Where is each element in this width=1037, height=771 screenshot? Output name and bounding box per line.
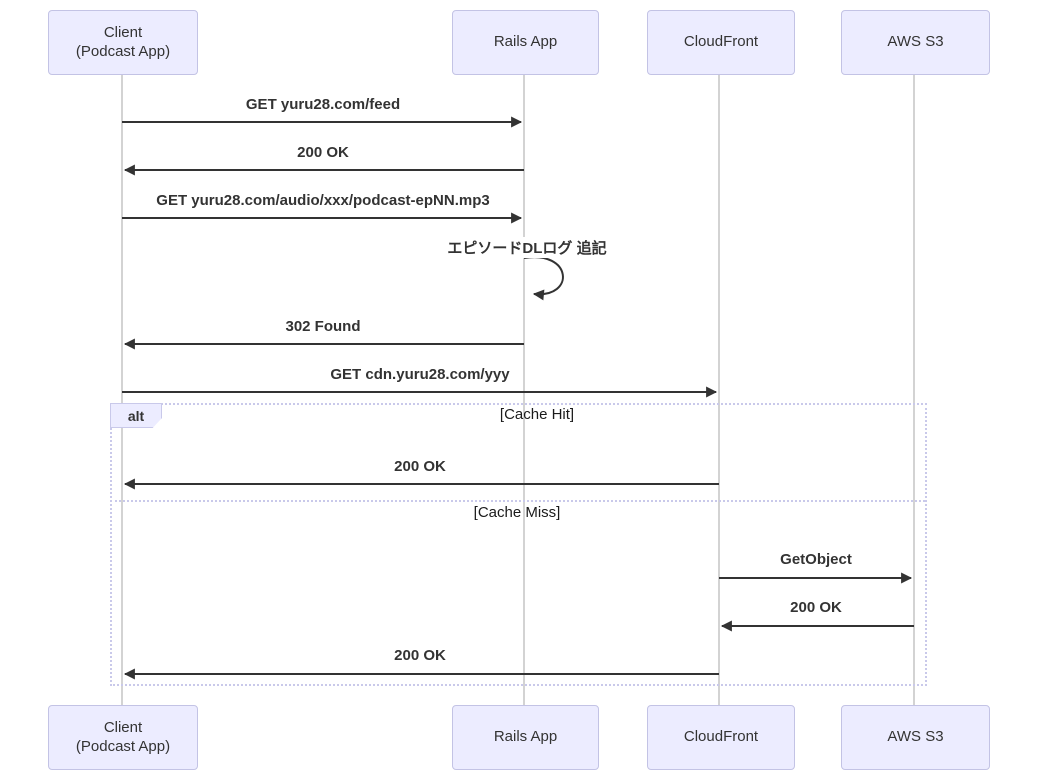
arrow-self-loop-dl-log xyxy=(523,256,564,301)
lifeline-aws-s3 xyxy=(913,75,915,705)
actor-bottom-cloudfront: CloudFront xyxy=(647,705,795,770)
message-label-dl-log: エピソードDLログ 追記 xyxy=(445,237,609,258)
lifeline-client xyxy=(121,75,123,705)
message-label-getobject: GetObject xyxy=(780,551,852,568)
message-label-302-found: 302 Found xyxy=(285,318,361,335)
message-label-200-ok-feed: 200 OK xyxy=(297,144,349,161)
actor-bottom-rails-app: Rails App xyxy=(452,705,599,770)
alt-condition-cache-hit: [Cache Hit] xyxy=(499,406,575,423)
actor-label-client-bottom: Client (Podcast App) xyxy=(75,718,171,755)
alt-operator-label: alt xyxy=(110,403,162,428)
message-label-get-cdn: GET cdn.yuru28.com/yyy xyxy=(330,366,510,383)
actor-bottom-aws-s3: AWS S3 xyxy=(841,705,990,770)
actor-label-rails-app-bottom: Rails App xyxy=(493,728,558,746)
actor-label-client: Client (Podcast App) xyxy=(75,23,171,60)
message-label-200-ok-s3: 200 OK xyxy=(790,599,842,616)
actor-label-rails-app: Rails App xyxy=(493,33,558,51)
message-label-200-ok-cache-miss: 200 OK xyxy=(394,647,446,664)
alt-condition-cache-miss: [Cache Miss] xyxy=(473,504,561,521)
actor-label-cloudfront: CloudFront xyxy=(683,33,759,51)
alt-frame xyxy=(110,403,927,686)
lifeline-rails-app xyxy=(523,75,525,705)
message-label-get-feed: GET yuru28.com/feed xyxy=(245,96,401,113)
actor-label-aws-s3: AWS S3 xyxy=(887,33,944,51)
message-label-200-ok-cache-hit: 200 OK xyxy=(394,458,446,475)
actor-bottom-client: Client (Podcast App) xyxy=(48,705,198,770)
actor-top-client: Client (Podcast App) xyxy=(48,10,198,75)
actor-top-rails-app: Rails App xyxy=(452,10,599,75)
lifeline-cloudfront xyxy=(718,75,720,705)
alt-section-divider xyxy=(110,500,925,502)
actor-top-aws-s3: AWS S3 xyxy=(841,10,990,75)
actor-label-cloudfront-bottom: CloudFront xyxy=(683,728,759,746)
actor-label-aws-s3-bottom: AWS S3 xyxy=(887,728,944,746)
message-label-get-audio: GET yuru28.com/audio/xxx/podcast-epNN.mp… xyxy=(156,192,490,209)
actor-top-cloudfront: CloudFront xyxy=(647,10,795,75)
